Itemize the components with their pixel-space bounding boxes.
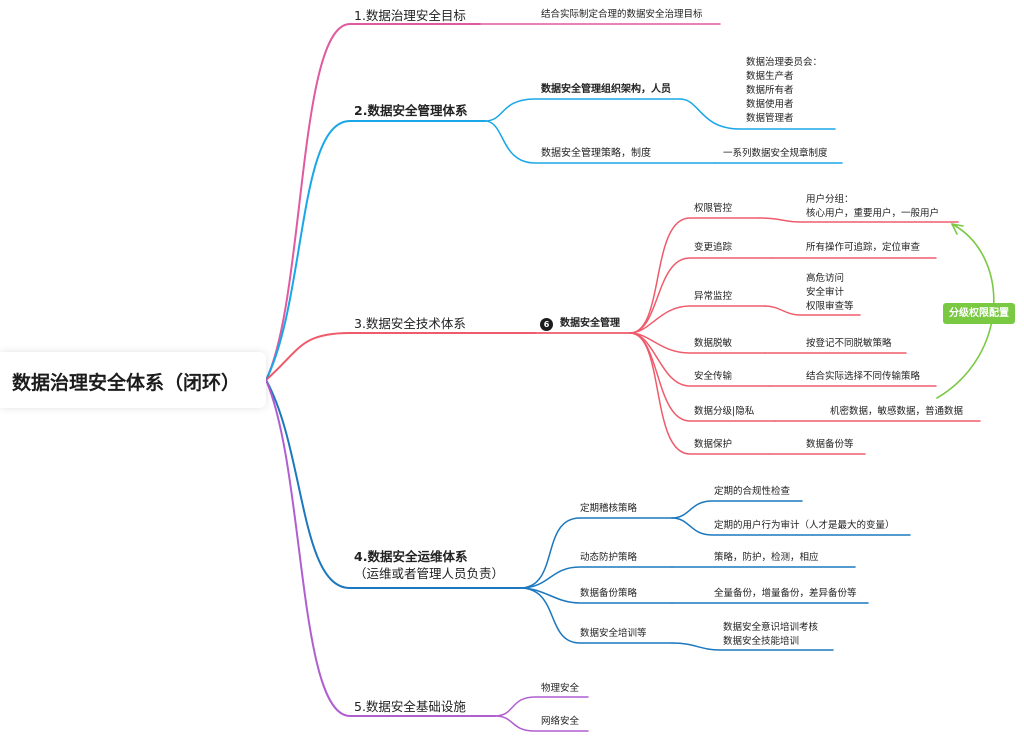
secure-transfer-detail[interactable]: 结合实际选择不同传输策略 — [806, 371, 921, 382]
branch-2-child-org[interactable]: 数据安全管理组织架构，人员 — [541, 84, 671, 95]
branch-3-title[interactable]: 3.数据安全技术体系 — [354, 316, 466, 331]
topic-security-training[interactable]: 数据安全培训等 — [580, 628, 647, 639]
topic-periodic-audit[interactable]: 定期稽核策略 — [580, 503, 638, 514]
permission-detail-line: 用户分组： — [806, 194, 854, 205]
root-node[interactable] — [0, 352, 266, 408]
org-member-line: 数据生产者 — [746, 71, 794, 82]
branch-1-child-1[interactable]: 结合实际制定合理的数据安全治理目标 — [541, 9, 703, 20]
branch-4-connectors — [265, 379, 911, 651]
relation-label[interactable]: 分级权限配置 — [943, 303, 1015, 324]
periodic-audit-compliance[interactable]: 定期的合规性检查 — [714, 486, 791, 497]
branch-4-title[interactable]: 4.数据安全运维体系 （运维或者管理人员负责） — [354, 548, 504, 582]
topic-data-masking[interactable]: 数据脱敏 — [694, 338, 733, 349]
topic-backup-strategy[interactable]: 数据备份策略 — [580, 588, 638, 599]
permission-detail[interactable]: 用户分组： 核心用户，重要用户，一般用户 — [806, 193, 939, 221]
anomaly-detail-line: 高危访问 — [806, 273, 845, 284]
root-title: 数据治理安全体系（闭环） — [12, 372, 241, 394]
org-member-line: 数据使用者 — [746, 99, 794, 110]
branch-5-connectors — [265, 379, 589, 732]
branch-5-title[interactable]: 5.数据安全基础设施 — [354, 699, 466, 714]
org-member-line: 数据治理委员会： — [746, 57, 823, 68]
branch-4-title-line: 4.数据安全运维体系 — [354, 549, 468, 564]
backup-strategy-detail[interactable]: 全量备份，增量备份，差异备份等 — [714, 588, 857, 599]
topic-count-badge-icon[interactable]: 6 — [540, 318, 553, 331]
branch-3-child-mgmt[interactable]: 数据安全管理 — [560, 318, 620, 329]
data-masking-detail[interactable]: 按登记不同脱敏策略 — [806, 338, 892, 349]
branch-2-policy-detail[interactable]: 一系列数据安全规章制度 — [723, 148, 828, 159]
branch-2-connectors — [265, 98, 843, 381]
topic-dynamic-protection[interactable]: 动态防护策略 — [580, 552, 638, 563]
topic-physical-security[interactable]: 物理安全 — [541, 683, 580, 694]
anomaly-detail-line: 权限审查等 — [806, 301, 854, 312]
branch-2-org-members[interactable]: 数据治理委员会： 数据生产者 数据所有者 数据使用者 数据管理者 — [746, 56, 822, 126]
branch-2-title[interactable]: 2.数据安全管理体系 — [354, 103, 468, 118]
dynamic-protection-detail[interactable]: 策略，防护，检测，相应 — [714, 552, 819, 563]
branch-1-connectors — [265, 23, 721, 381]
topic-permission-control[interactable]: 权限管控 — [694, 203, 733, 214]
org-member-line: 数据管理者 — [746, 113, 794, 124]
org-member-line: 数据所有者 — [746, 85, 794, 96]
security-training-line: 数据安全技能培训 — [723, 636, 800, 647]
data-protection-detail[interactable]: 数据备份等 — [806, 439, 854, 450]
permission-detail-line: 核心用户，重要用户，一般用户 — [806, 208, 940, 219]
topic-change-tracking[interactable]: 变更追踪 — [694, 242, 733, 253]
periodic-audit-behavior[interactable]: 定期的用户行为审计（人才是最大的变量） — [714, 520, 895, 531]
branch-2-child-policy[interactable]: 数据安全管理策略，制度 — [541, 148, 651, 159]
change-tracking-detail[interactable]: 所有操作可追踪，定位审查 — [806, 242, 921, 253]
topic-anomaly-monitoring[interactable]: 异常监控 — [694, 291, 733, 302]
branch-4-title-line: （运维或者管理人员负责） — [354, 566, 505, 581]
security-training-line: 数据安全意识培训考核 — [723, 622, 819, 633]
topic-network-security[interactable]: 网络安全 — [541, 716, 580, 727]
topic-data-protection[interactable]: 数据保护 — [694, 439, 733, 450]
anomaly-detail-line: 安全审计 — [806, 287, 845, 298]
branch-3-connectors — [265, 217, 981, 455]
branch-1-title[interactable]: 1.数据治理安全目标 — [354, 8, 466, 23]
security-training-detail[interactable]: 数据安全意识培训考核 数据安全技能培训 — [723, 621, 818, 649]
anomaly-detail[interactable]: 高危访问 安全审计 权限审查等 — [806, 272, 854, 314]
data-classification-detail[interactable]: 机密数据，敏感数据，普通数据 — [830, 406, 964, 417]
topic-data-classification[interactable]: 数据分级|隐私 — [694, 406, 755, 417]
topic-secure-transfer[interactable]: 安全传输 — [694, 371, 733, 382]
